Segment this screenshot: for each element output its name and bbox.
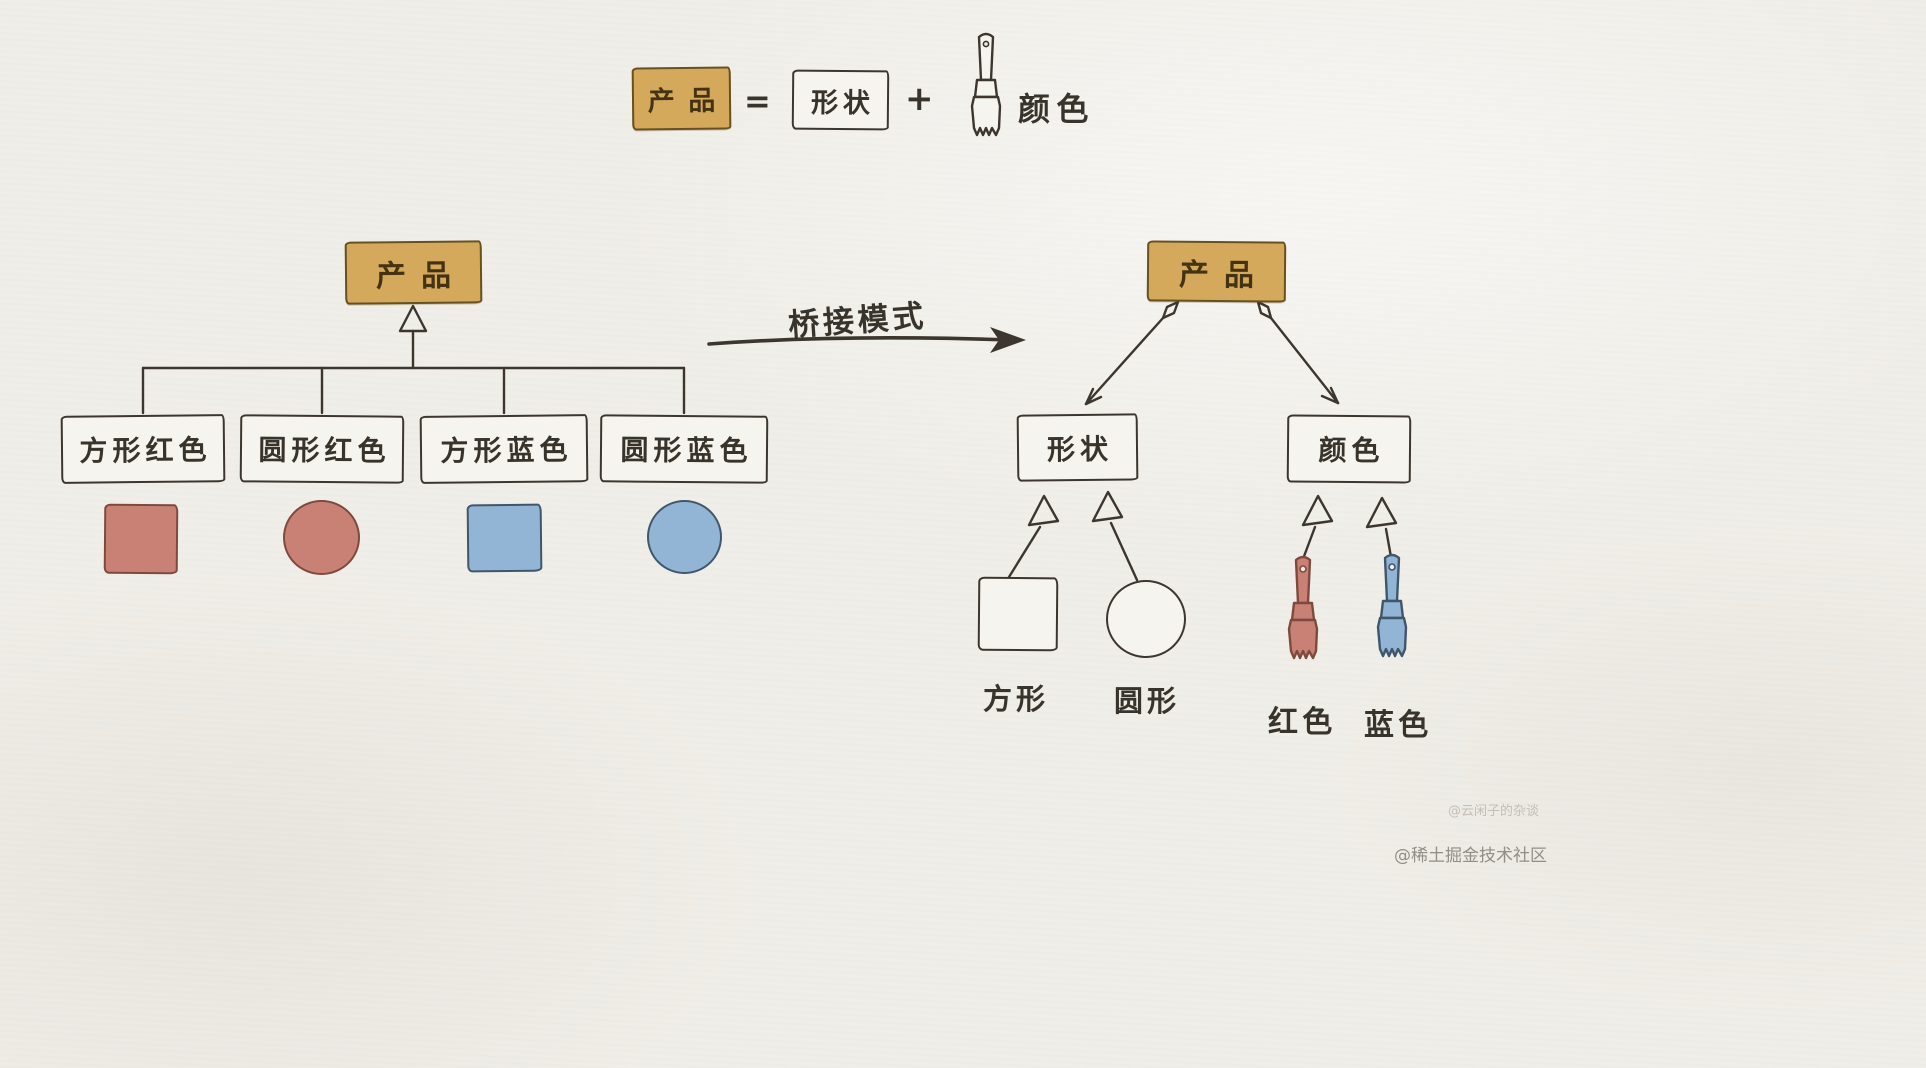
color-abstraction-box: 颜色 <box>1286 414 1412 484</box>
shape-abstraction-box: 形状 <box>1016 413 1139 482</box>
formula-plus-sign: + <box>905 79 934 119</box>
inheritance-triangle-icon <box>1027 494 1060 527</box>
formula-equals-sign: = <box>744 82 771 120</box>
left-root-product-box: 产品 <box>344 240 483 305</box>
red-impl-label: 红色 <box>1268 705 1337 740</box>
aggregation-diamond-icon <box>1256 300 1273 320</box>
blue-impl-label: 蓝色 <box>1364 708 1433 743</box>
left-tree-connectors <box>141 304 686 415</box>
circle-impl-label: 圆形 <box>1114 684 1181 718</box>
inheritance-links <box>1007 490 1398 582</box>
formula-product-box: 产品 <box>631 66 732 131</box>
class-box-square-blue: 方形蓝色 <box>419 414 589 484</box>
square-impl-label: 方形 <box>983 682 1050 716</box>
author-watermark: @云闲子的杂谈 <box>1448 804 1540 819</box>
aggregation-links <box>1084 300 1340 406</box>
paintbrush-icon <box>970 32 1002 137</box>
class-box-circle-blue: 圆形蓝色 <box>599 414 769 484</box>
red-square-shape <box>103 503 179 575</box>
circle-impl-shape <box>1106 580 1186 658</box>
inheritance-triangle-icon <box>1301 494 1334 527</box>
community-watermark: @稀土掘金技术社区 <box>1394 846 1547 866</box>
red-paintbrush-icon <box>1287 555 1319 660</box>
aggregation-diamond-icon <box>1161 300 1180 320</box>
right-root-product-box: 产品 <box>1146 240 1287 303</box>
red-circle-shape <box>283 500 360 575</box>
inheritance-triangle-icon <box>398 304 428 333</box>
blue-paintbrush-icon <box>1376 553 1408 658</box>
blue-square-shape <box>466 503 543 573</box>
blue-circle-shape <box>647 500 722 574</box>
square-impl-shape <box>977 576 1059 652</box>
class-box-circle-red: 圆形红色 <box>239 414 405 484</box>
inheritance-triangle-icon <box>1365 496 1398 529</box>
class-box-square-red: 方形红色 <box>60 414 226 484</box>
inheritance-triangle-icon <box>1091 490 1124 523</box>
bridge-arrow-icon <box>707 327 1026 353</box>
formula-color-label: 颜色 <box>1018 90 1095 128</box>
formula-shape-box: 形状 <box>791 69 890 131</box>
